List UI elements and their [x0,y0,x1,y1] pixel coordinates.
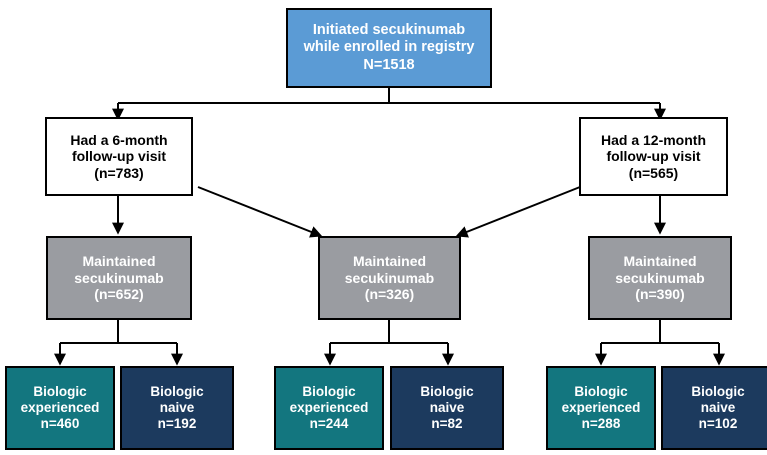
node-count: (n=326) [364,286,415,303]
node-line-2: secukinumab [74,269,164,286]
node-count: n=102 [698,415,738,431]
node-biologic-experienced-right[interactable]: Biologic experienced n=288 [546,366,656,450]
node-count: n=82 [431,415,463,431]
node-line-2: follow-up visit [606,148,701,165]
edge-maintained-right-split [595,320,725,366]
node-count: (n=565) [628,164,679,181]
node-line-1: Biologic [691,384,745,400]
node-line-2: naive [159,400,195,416]
edge-visit12m-to-maintained-middle [455,186,581,238]
node-line-2: secukinumab [344,269,435,286]
edge-root-to-visits [112,88,666,121]
node-biologic-naive-middle[interactable]: Biologic naive n=82 [390,366,504,450]
edge-visit6m-to-maintained-middle [197,186,323,238]
node-line-1: Maintained [623,253,697,270]
node-line-1: Biologic [33,384,87,400]
node-count: n=192 [157,415,197,431]
node-line-2: experienced [561,400,641,416]
node-count: (n=652) [94,286,144,303]
node-count: n=244 [309,415,349,431]
node-line-2: naive [700,400,736,416]
node-line-1: Maintained [352,253,427,270]
node-line-1: Biologic [150,384,204,400]
node-biologic-naive-right[interactable]: Biologic naive n=102 [661,366,767,450]
node-line-1: Biologic [302,384,356,400]
node-count: n=460 [40,415,80,431]
node-count: (n=783) [94,164,144,181]
node-line-2: secukinumab [615,269,705,286]
node-line-1: Biologic [420,384,474,400]
node-had-6-month-visit[interactable]: Had a 6-month follow-up visit (n=783) [45,117,193,196]
node-line-1: Maintained [82,253,156,270]
node-count: N=1518 [363,56,415,73]
edge-maintained-left-split [54,320,183,366]
node-count: n=288 [581,415,621,431]
node-line-2: while enrolled in registry [303,39,475,56]
node-maintained-secukinumab-middle[interactable]: Maintained secukinumab (n=326) [318,236,461,320]
node-line-2: experienced [289,400,369,416]
node-line-1: Initiated secukinumab [312,22,466,39]
edge-maintained-middle-split [324,320,454,366]
node-maintained-secukinumab-left[interactable]: Maintained secukinumab (n=652) [46,236,192,320]
node-had-12-month-visit[interactable]: Had a 12-month follow-up visit (n=565) [579,117,728,196]
node-initiated-secukinumab[interactable]: Initiated secukinumab while enrolled in … [286,8,492,88]
node-biologic-experienced-middle[interactable]: Biologic experienced n=244 [274,366,384,450]
node-line-1: Had a 12-month [600,131,706,148]
node-line-2: follow-up visit [71,148,167,165]
node-line-1: Had a 6-month [70,131,168,148]
node-biologic-naive-left[interactable]: Biologic naive n=192 [120,366,234,450]
node-maintained-secukinumab-right[interactable]: Maintained secukinumab (n=390) [588,236,732,320]
node-line-2: experienced [20,400,100,416]
node-biologic-experienced-left[interactable]: Biologic experienced n=460 [5,366,115,450]
node-line-2: naive [429,400,465,416]
node-count: (n=390) [635,286,685,303]
node-line-1: Biologic [574,384,628,400]
